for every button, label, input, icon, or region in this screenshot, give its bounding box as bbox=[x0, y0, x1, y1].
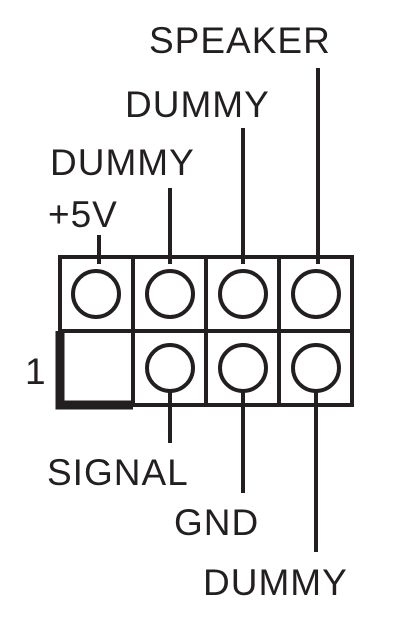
label-plus5v: +5V bbox=[48, 194, 118, 235]
label-gnd: GND bbox=[174, 502, 260, 543]
pin-dummy-bottom bbox=[291, 343, 341, 393]
label-speaker: SPEAKER bbox=[149, 20, 331, 61]
label-dummy-top: DUMMY bbox=[125, 84, 270, 125]
pin-plus5v bbox=[71, 269, 121, 319]
pin-dummy-top-left bbox=[145, 269, 195, 319]
pin-gnd bbox=[218, 343, 268, 393]
pin-speaker bbox=[291, 269, 341, 319]
pin-1-marker bbox=[55, 331, 133, 410]
label-pin-one: 1 bbox=[25, 351, 47, 392]
label-dummy-bottom: DUMMY bbox=[203, 562, 348, 603]
pin-signal bbox=[145, 343, 195, 393]
pin-dummy-top-right bbox=[218, 269, 268, 319]
label-signal: SIGNAL bbox=[47, 452, 189, 493]
label-dummy-middle: DUMMY bbox=[50, 142, 195, 183]
